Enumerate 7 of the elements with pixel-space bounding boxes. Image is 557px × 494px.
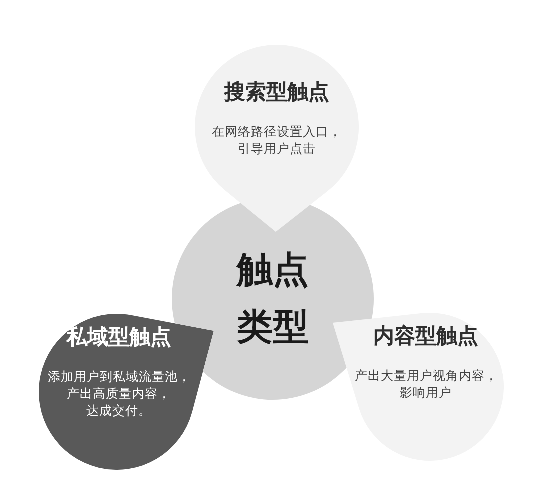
description: 添加用户到私域流量池，产出高质量内容，达成交付。 — [48, 368, 190, 419]
heading: 内容型触点 — [374, 324, 478, 349]
center-title: 触点类型 — [237, 249, 309, 350]
heading: 私域型触点 — [66, 325, 172, 350]
description: 在网络路径设置入口，引导用户点击 — [211, 123, 343, 157]
description: 产出大量用户视角内容，影响用户 — [355, 367, 497, 401]
heading: 搜索型触点 — [224, 80, 330, 105]
